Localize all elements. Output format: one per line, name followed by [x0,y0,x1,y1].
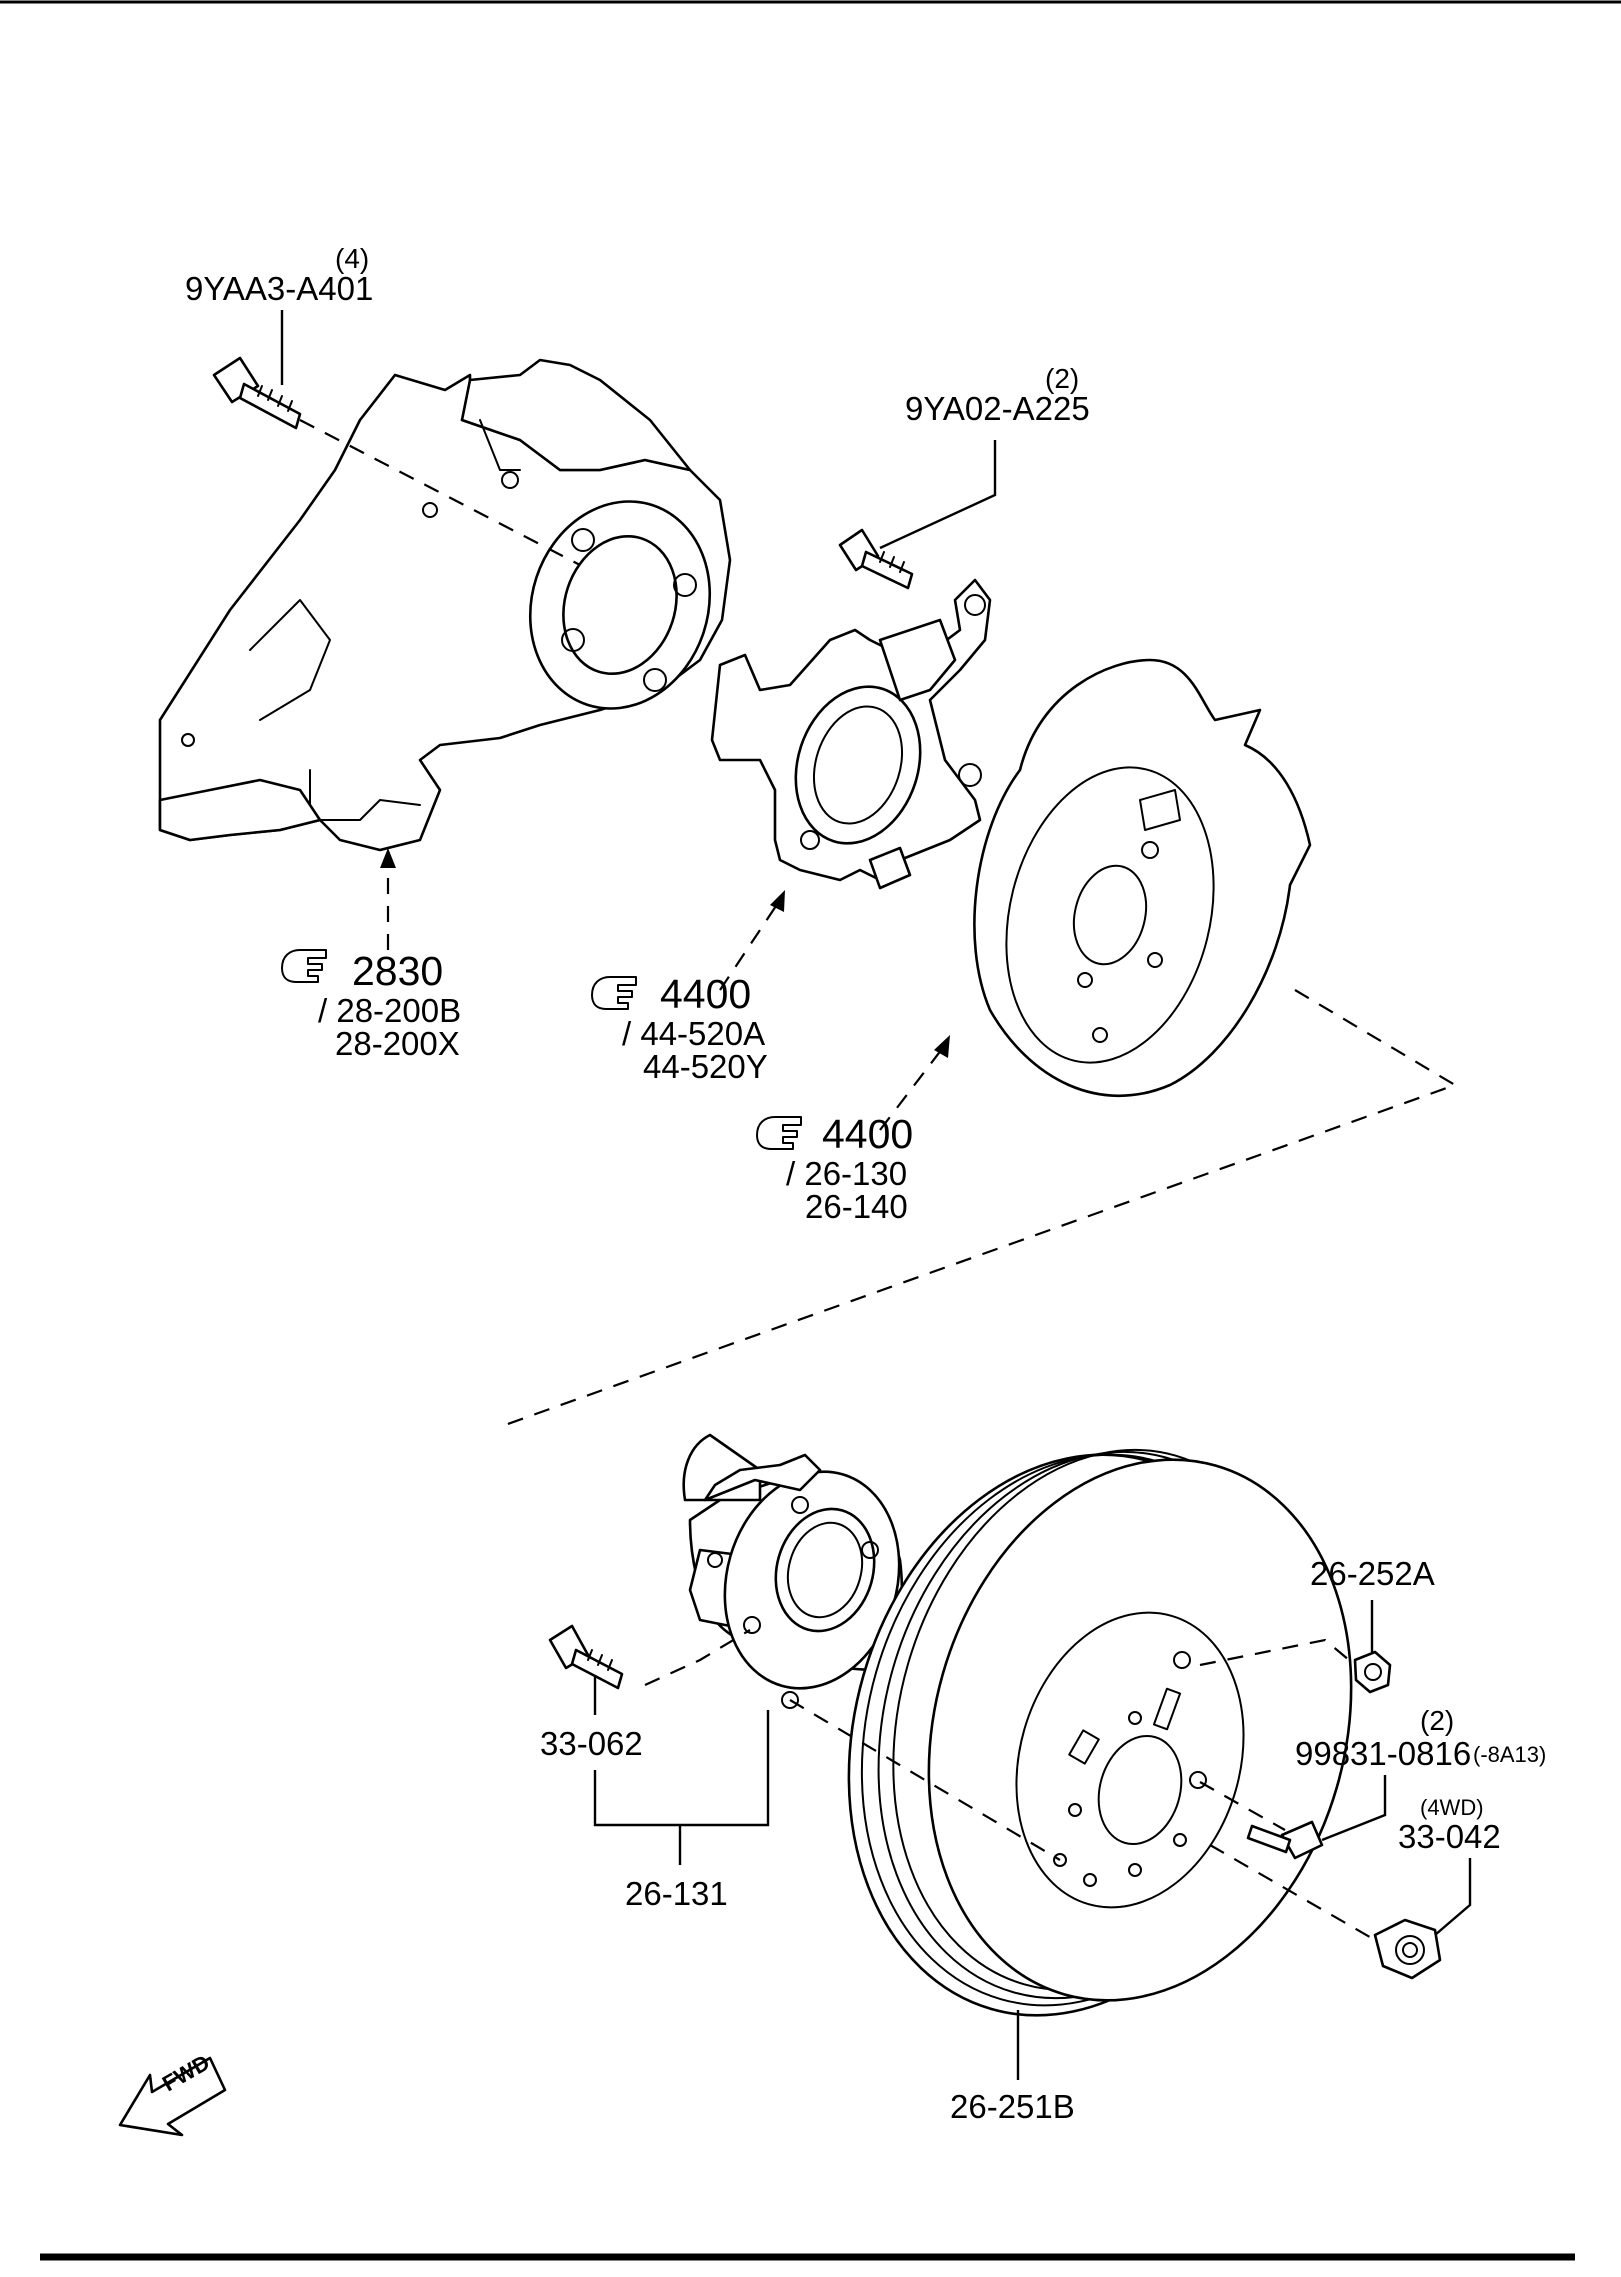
label-ref-knuckle-sub1: / 28-200B [318,992,461,1029]
label-bolt-mid-code: 9YA02-A225 [905,390,1090,427]
label-bolt-top-code: 9YAA3-A401 [185,270,373,307]
label-bolt-top-qty: (4) [335,243,369,274]
pointing-hand-icon [281,949,327,983]
label-nut-small: 26-252A [1310,1555,1435,1592]
leader-hub-nut [1434,1858,1472,1936]
label-hub-bolt: 33-062 [540,1725,643,1762]
arrow-ref-plate [934,1035,950,1058]
label-nut-note: (4WD) [1420,1795,1484,1820]
dash-hub-nut [1209,1844,1376,1941]
forward-arrow-icon [118,2056,227,2137]
dash-hub-to-disc [789,1699,1061,1861]
label-ref-bracket-sub2: 44-520Y [643,1048,768,1085]
bolt-9yaa3-a401 [212,356,302,430]
arrow-ref-knuckle [380,848,396,868]
brake-bracket [710,578,992,890]
pointing-hand-icon [756,1116,802,1150]
bolt-9ya02-a225 [838,528,914,590]
leader-bolt-9ya02 [879,440,997,550]
pointing-hand-icon [591,976,637,1010]
arrow-ref-bracket [770,890,785,912]
label-screw-qty: (2) [1420,1705,1454,1736]
label-disc: 26-251B [950,2088,1075,2125]
leader-screw [1321,1775,1387,1842]
label-hub-assy: 26-131 [625,1875,728,1912]
hub-nut-33-042 [1373,1918,1442,1980]
dash-bolt-9yaa3 [299,419,581,566]
label-ref-bracket-sub1: / 44-520A [622,1015,765,1052]
label-ref-knuckle-page: 2830 [352,948,443,994]
screw-99831-0816 [1246,1820,1324,1860]
dust-plate [973,658,1312,1098]
label-screw-code: 99831-0816 [1295,1735,1471,1772]
wheel-hub [682,1433,904,1709]
label-ref-plate-sub2: 26-140 [805,1188,908,1225]
label-nut-code: 33-042 [1398,1818,1501,1855]
label-bolt-mid-qty: (2) [1045,363,1079,394]
knuckle-part [158,358,732,852]
dash-plate-to-hub [504,989,1458,1427]
dash-nut-26-252a [1199,1638,1356,1667]
hub-bolt-33-062 [548,1624,624,1690]
label-screw-note: (-8A13) [1473,1742,1546,1767]
dash-ref-bracket [719,899,781,991]
dash-ref-plate [879,1044,946,1131]
nut-26-252a [1353,1650,1392,1694]
label-ref-plate-page: 4400 [822,1111,913,1157]
dash-hub-bolt [644,1629,751,1687]
label-ref-plate-sub1: / 26-130 [786,1155,907,1192]
bracket-26-131 [593,1710,770,1827]
label-ref-bracket-page: 4400 [660,971,751,1017]
label-ref-knuckle-sub2: 28-200X [335,1025,460,1062]
